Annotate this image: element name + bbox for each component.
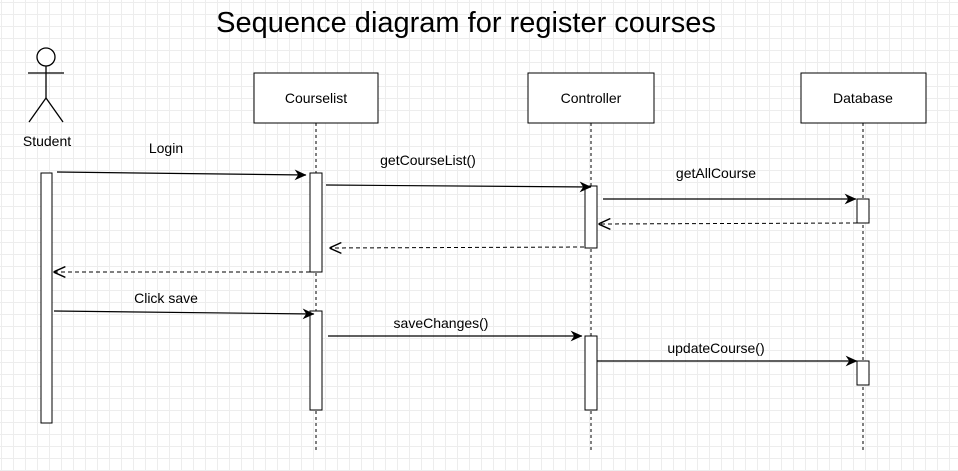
student-label: Student [23, 133, 71, 149]
student-activation[interactable] [40, 172, 53, 424]
login-arrow[interactable] [56, 169, 307, 181]
message-label-click-save: Click save [134, 290, 198, 306]
click-save-arrow[interactable] [53, 308, 315, 320]
diagram-title: Sequence diagram for register courses [216, 7, 716, 39]
participant-label-controller: Controller [561, 90, 622, 106]
courselist-activation[interactable] [309, 172, 323, 273]
controller-activation[interactable] [584, 335, 598, 411]
student-actor-icon[interactable] [28, 47, 64, 123]
message-label-get-all-course: getAllCourse [676, 165, 756, 181]
database-activation[interactable] [856, 198, 870, 224]
return-arrow-database-to-controller[interactable] [599, 223, 858, 224]
message-label-login: Login [149, 140, 183, 156]
controller-activation[interactable] [584, 185, 598, 249]
message-label-save-changes: saveChanges() [394, 315, 489, 331]
participant-database[interactable]: Database [800, 72, 927, 124]
courselist-activation[interactable] [309, 310, 323, 411]
message-label-update-course: updateCourse() [667, 340, 764, 356]
participant-courselist[interactable]: Courselist [253, 72, 379, 124]
participant-controller[interactable]: Controller [527, 72, 655, 124]
message-label-get-course-list: getCourseList() [380, 152, 476, 168]
return-arrow-controller-to-courselist[interactable] [330, 247, 585, 248]
participant-label-courselist: Courselist [285, 90, 347, 106]
get-course-list-arrow[interactable] [325, 181, 592, 193]
participant-label-database: Database [833, 90, 893, 106]
database-activation[interactable] [856, 360, 870, 386]
